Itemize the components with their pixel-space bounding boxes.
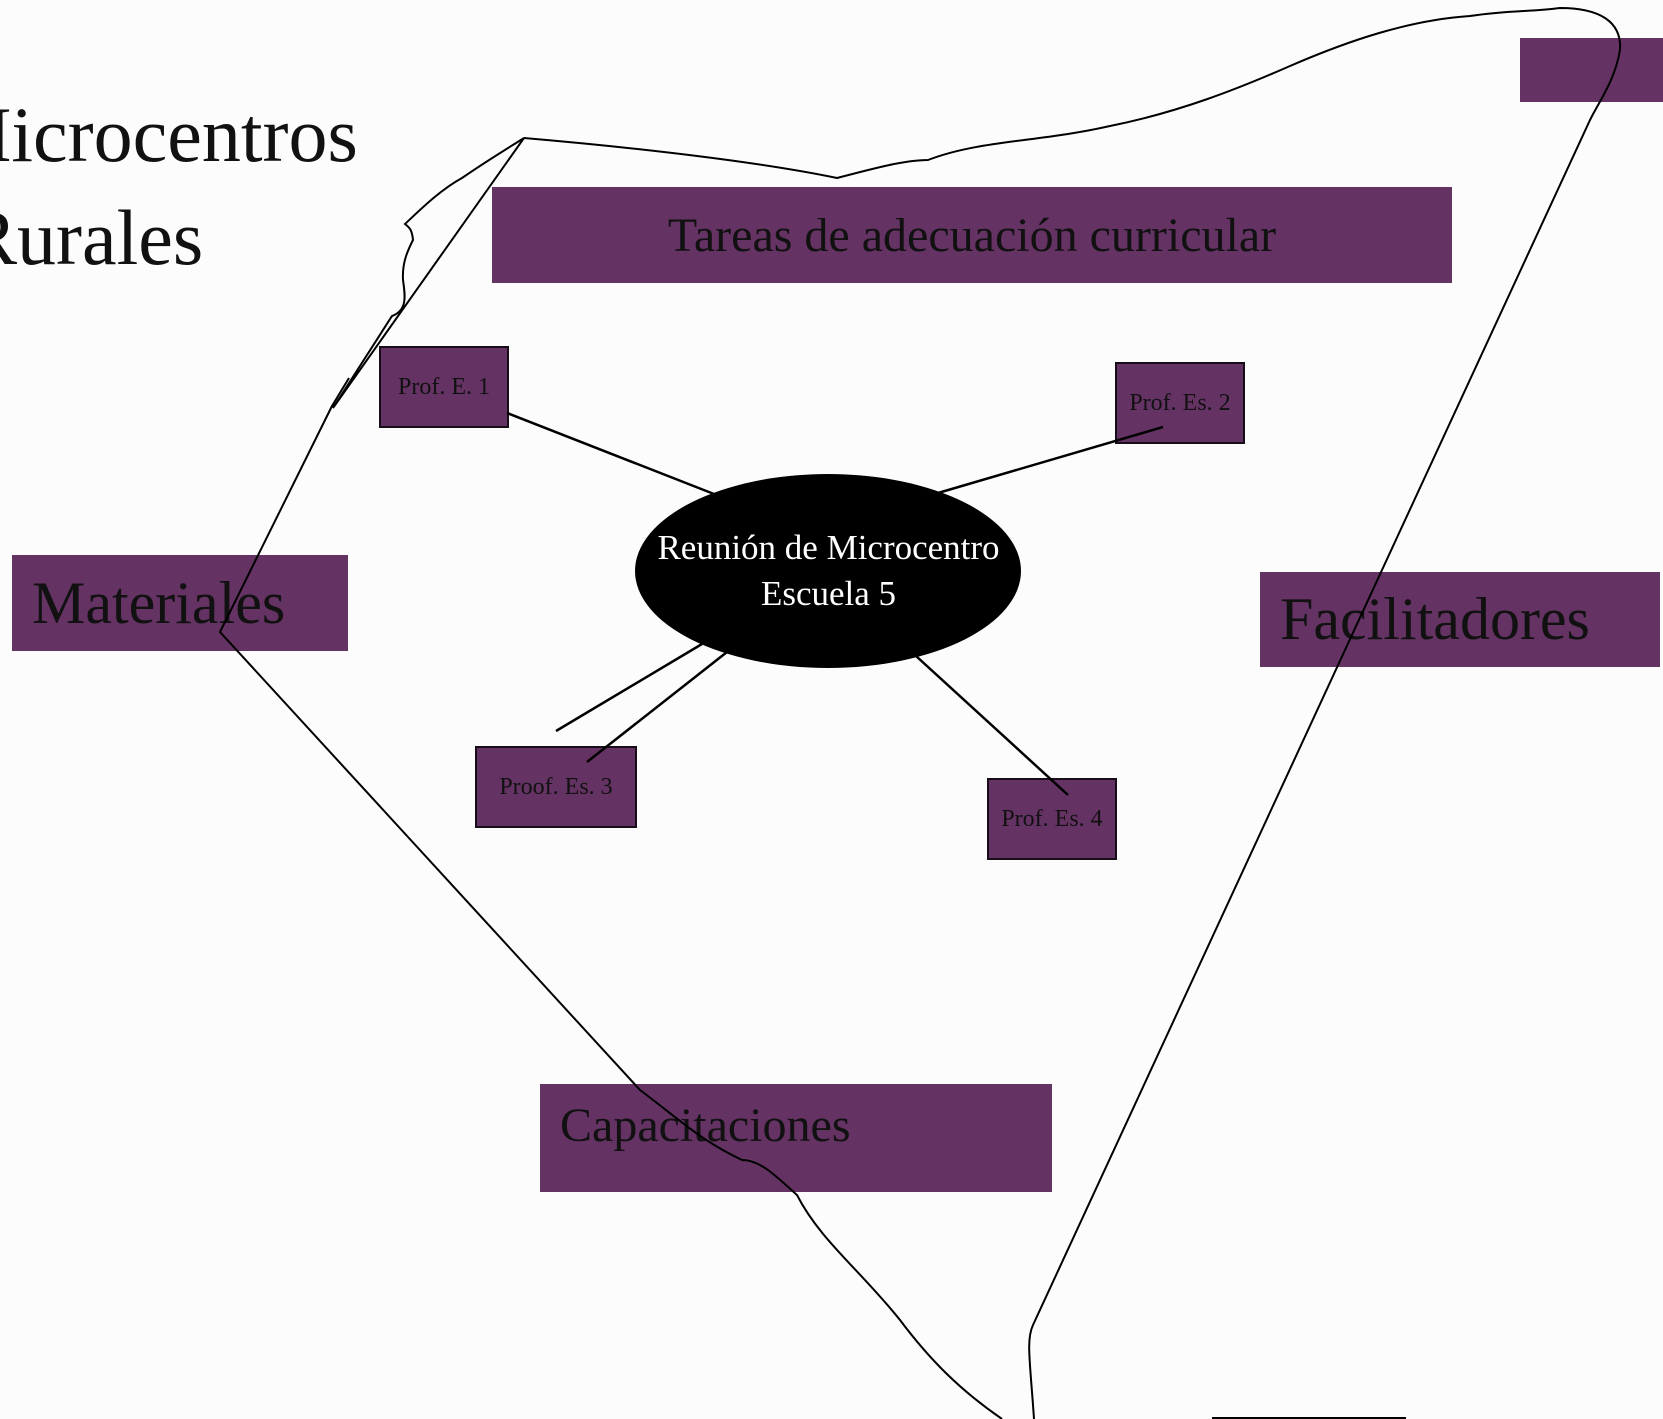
curricular-tasks-block: Tareas de adecuación curricular (492, 187, 1452, 283)
teacher-node-label: Prof. E. 1 (398, 373, 490, 400)
connector-teacher-1 (506, 411, 715, 496)
center-node-line-2: Escuela 5 (760, 574, 897, 613)
teacher-node-3: Proof. Es. 3 (475, 746, 637, 828)
title-line-1: Microcentros (0, 91, 358, 178)
freehand-outline (218, 6, 1622, 1419)
teacher-node-4: Prof. Es. 4 (987, 778, 1117, 860)
teacher-node-label: Proof. Es. 3 (499, 773, 613, 800)
teacher-node-label: Prof. Es. 2 (1129, 389, 1231, 416)
training-block: Capacitaciones (540, 1084, 1052, 1192)
center-node-line-1: Reunión de Microcentro (657, 528, 1000, 567)
corner-block (1520, 38, 1663, 102)
connector-teacher-3a (555, 642, 703, 733)
facilitators-label: Facilitadores (1280, 586, 1590, 652)
connector-teacher-4 (915, 655, 1069, 796)
teacher-node-label: Prof. Es. 4 (1001, 805, 1103, 832)
title-line-2: Rurales (0, 194, 204, 281)
materials-block: Materiales (12, 555, 348, 651)
training-label: Capacitaciones (560, 1099, 851, 1152)
materials-label: Materiales (32, 569, 286, 636)
center-node (635, 474, 1021, 668)
curricular-tasks-label: Tareas de adecuación curricular (667, 208, 1277, 262)
teacher-node-2: Prof. Es. 2 (1115, 362, 1245, 444)
center-node-label: Reunión de Microcentro Escuela 5 (636, 476, 1021, 666)
connector-teacher-2 (937, 425, 1164, 495)
facilitators-block: Facilitadores (1260, 572, 1660, 667)
teacher-node-1: Prof. E. 1 (379, 346, 509, 428)
connector-teacher-3b (586, 651, 728, 763)
